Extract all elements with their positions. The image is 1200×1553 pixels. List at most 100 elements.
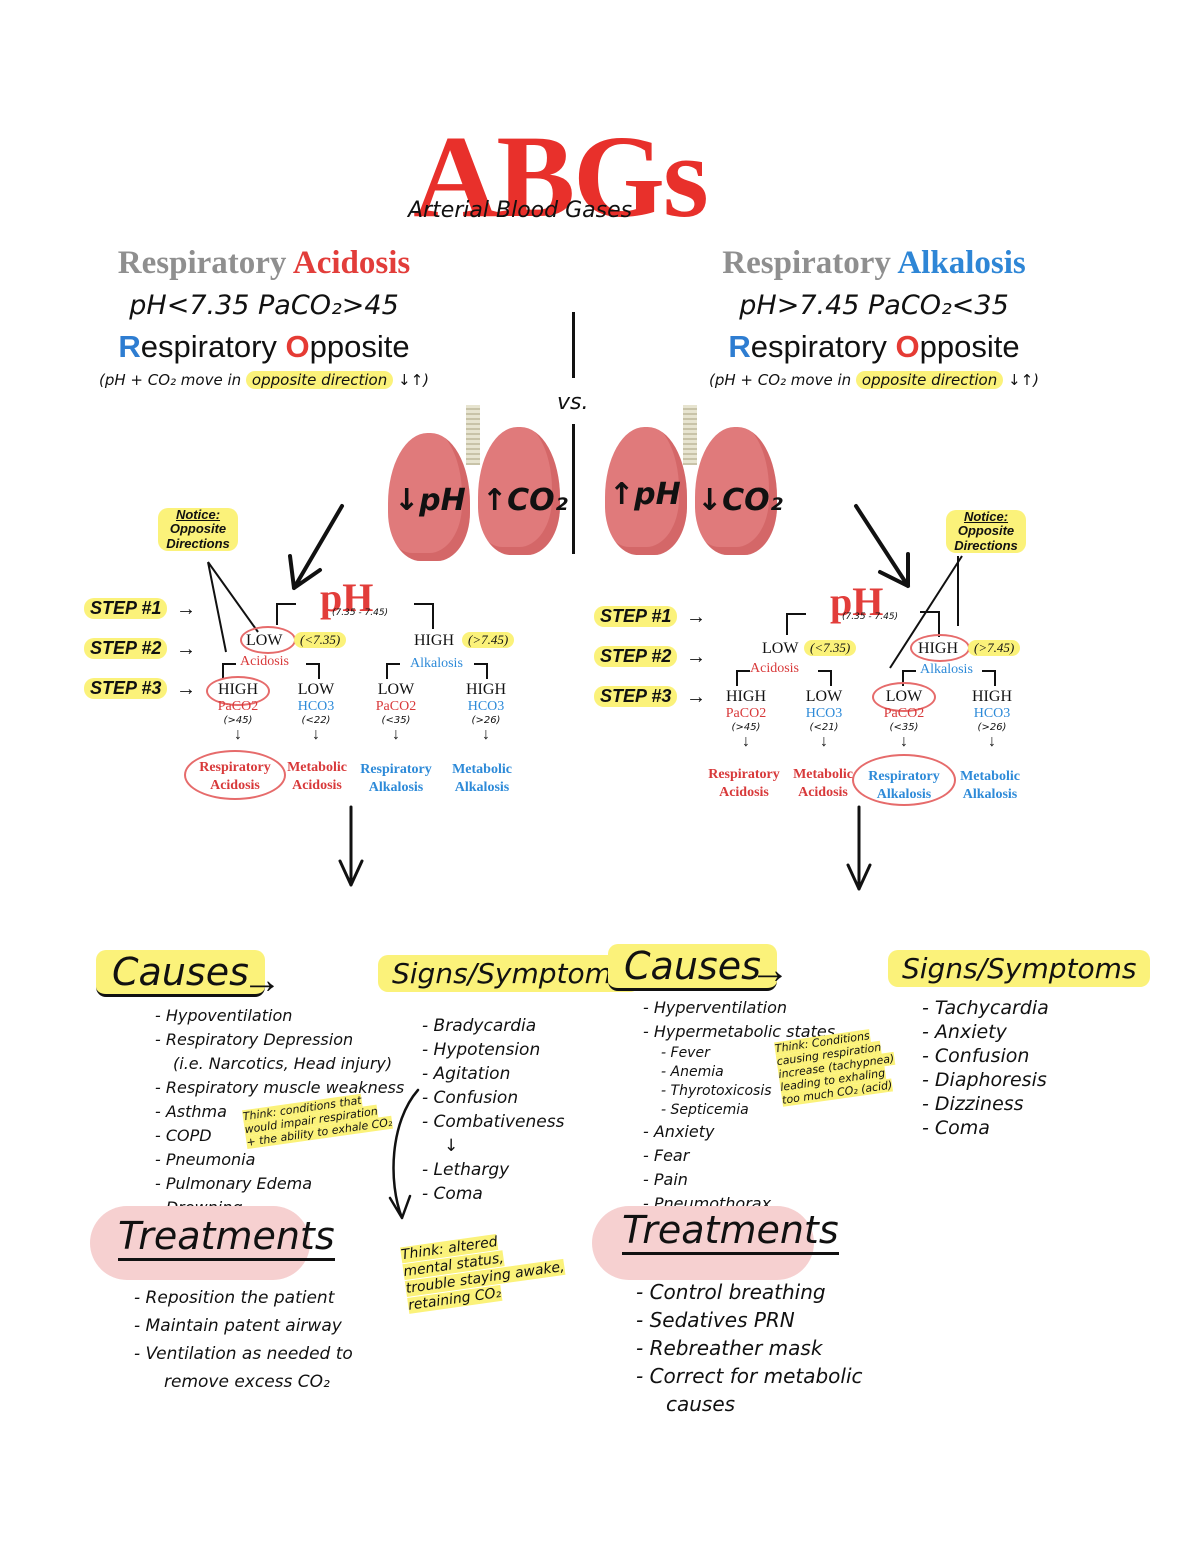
page-title: ABGs Arterial Blood Gases <box>400 118 720 236</box>
left-lung-icon <box>605 427 687 555</box>
treatment-item: Correct for metabolic <box>636 1362 863 1390</box>
trachea-icon <box>683 405 697 465</box>
alkalosis-category: Alkalosis <box>410 656 463 671</box>
branch-node: LOW HCO3 (<21) ↓ <box>794 688 854 751</box>
down-arrow-icon: ↓ <box>900 733 908 750</box>
bracket-line <box>222 663 236 679</box>
step-arrow-icon: → <box>176 678 196 700</box>
branch-limit: (>26) <box>977 722 1007 733</box>
down-arrow-icon: ↓ <box>234 726 242 743</box>
divider-top <box>572 312 575 378</box>
down-arrow-icon: ↓ <box>742 733 750 750</box>
alkalosis-header: Respiratory Alkalosis pH>7.45 PaCO₂<35 R… <box>694 245 1054 389</box>
mnemonic-r: R <box>728 329 751 364</box>
notice-callout: Notice: Opposite Directions <box>158 507 238 551</box>
step-1-label: STEP #1 <box>594 606 678 627</box>
cause-item: Pulmonary Edema <box>155 1172 404 1196</box>
acidosis-causes-list: Hypoventilation Respiratory Depression (… <box>155 1004 404 1220</box>
step-3-label: STEP #3 <box>84 678 168 699</box>
lung-label-co2: ↓CO₂ <box>697 483 783 518</box>
lung-label-ph: ↓pH <box>394 483 466 518</box>
ph-heading: pH <box>830 579 884 624</box>
ph-high-range: (>7.45) <box>968 640 1021 656</box>
alkalosis-signs-list: Tachycardia Anxiety Confusion Diaphoresi… <box>922 996 1049 1140</box>
ph-heading: pH <box>320 575 374 620</box>
cause-item: Pneumonia <box>155 1148 404 1172</box>
sign-item: Coma <box>922 1116 1049 1140</box>
down-arrow-alkalosis-icon <box>846 805 872 891</box>
result-line: Respiratory <box>868 769 940 784</box>
treatment-item: Reposition the patient <box>134 1284 353 1312</box>
alkalosis-treatments-list: Control breathing Sedatives PRN Rebreath… <box>636 1278 863 1418</box>
sign-item: Bradycardia <box>422 1014 564 1038</box>
result-line: Acidosis <box>719 784 769 800</box>
bracket-line <box>902 670 916 686</box>
sign-item: Tachycardia <box>922 996 1049 1020</box>
title-abgs: ABGs <box>413 111 709 242</box>
down-arrow-acidosis-icon <box>338 805 364 887</box>
branch-node: LOW HCO3 (<22) ↓ <box>286 681 346 744</box>
cause-item: Anxiety <box>643 1120 835 1144</box>
ph-low-range: (<7.35) <box>294 632 347 648</box>
acidosis-signs-think-note: Think: altered mental status, trouble st… <box>400 1225 568 1315</box>
title-subtitle: Arterial Blood Gases <box>408 198 633 223</box>
treatments-heading: Treatments <box>622 1208 839 1255</box>
notice-line: Notice: <box>175 507 221 522</box>
branch-param: PaCO2 <box>725 706 767 721</box>
cause-item: Hypoventilation <box>155 1004 404 1028</box>
alkalosis-flowchart: Notice: Opposite Directions STEP #1 → ST… <box>590 500 1040 810</box>
branch-limit: (<35) <box>381 715 411 726</box>
branch-node: HIGH HCO3 (>26) ↓ <box>456 681 516 744</box>
acidosis-category: Acidosis <box>750 661 799 676</box>
right-arrow-icon: → <box>750 948 790 992</box>
step-arrow-icon: → <box>686 686 706 708</box>
branch-node: LOW PaCO2 (<35) ↓ <box>366 681 426 744</box>
result-line: Alkalosis <box>962 786 1018 802</box>
branch-limit: (<22) <box>301 715 331 726</box>
branch-limit: (>45) <box>731 722 761 733</box>
down-arrow-icon: ↓ <box>482 726 490 743</box>
lungs-acidosis-icon: ↓pH ↑CO₂ <box>388 405 568 565</box>
lungs-alkalosis-icon: ↑pH ↓CO₂ <box>605 405 783 565</box>
mnemonic-rest1: espiratory <box>140 329 286 364</box>
step-2-label: STEP #2 <box>594 646 678 667</box>
acidosis-criteria: pH<7.35 PaCO₂>45 <box>129 290 399 321</box>
sign-item: Dizziness <box>922 1092 1049 1116</box>
branch-level: HIGH <box>466 681 506 698</box>
notice-line: Notice: <box>963 509 1009 524</box>
branch-param: PaCO2 <box>217 699 259 714</box>
bracket-line <box>276 603 296 625</box>
acidosis-heading: Respiratory Acidosis <box>84 245 444 282</box>
highlight-circle <box>184 750 286 800</box>
result-respiratory-acidosis: Respiratory Acidosis <box>192 759 278 794</box>
result-line: Metabolic <box>793 767 853 782</box>
cause-item: Pain <box>643 1168 835 1192</box>
bracket-line <box>786 613 806 635</box>
cause-item: Respiratory muscle weakness <box>155 1076 404 1100</box>
down-arrow-icon: ↓ <box>820 733 828 750</box>
note-highlight: opposite direction <box>245 371 394 389</box>
branch-level: HIGH <box>218 681 258 698</box>
branch-node: HIGH PaCO2 (>45) ↓ <box>208 681 268 744</box>
heading-main: Acidosis <box>292 245 411 281</box>
branch-level: LOW <box>377 681 415 698</box>
branch-node: LOW PaCO2 (<35) ↓ <box>874 688 934 751</box>
mnemonic-r: R <box>118 329 141 364</box>
down-arrow-icon: ↓ <box>392 726 400 743</box>
result-respiratory-acidosis: Respiratory Acidosis <box>702 766 786 801</box>
sign-item: Anxiety <box>922 1020 1049 1044</box>
notice-arrows-icon <box>207 561 259 653</box>
result-respiratory-alkalosis: Respiratory Alkalosis <box>354 761 438 796</box>
result-line: Acidosis <box>210 777 260 793</box>
causes-heading: Causes <box>96 950 265 997</box>
note-pre: (pH + CO₂ move in <box>98 371 246 389</box>
sign-item: Lethargy <box>422 1158 564 1182</box>
result-line: Alkalosis <box>368 779 424 795</box>
alkalosis-mnemonic: Respiratory Opposite <box>694 329 1054 365</box>
branch-param: HCO3 <box>297 699 335 714</box>
cause-item: Fear <box>643 1144 835 1168</box>
treatment-item: Control breathing <box>636 1278 863 1306</box>
mnemonic-o: O <box>285 329 310 364</box>
treatment-item: remove excess CO₂ <box>164 1372 330 1392</box>
notice-line: Directions <box>954 537 1018 553</box>
